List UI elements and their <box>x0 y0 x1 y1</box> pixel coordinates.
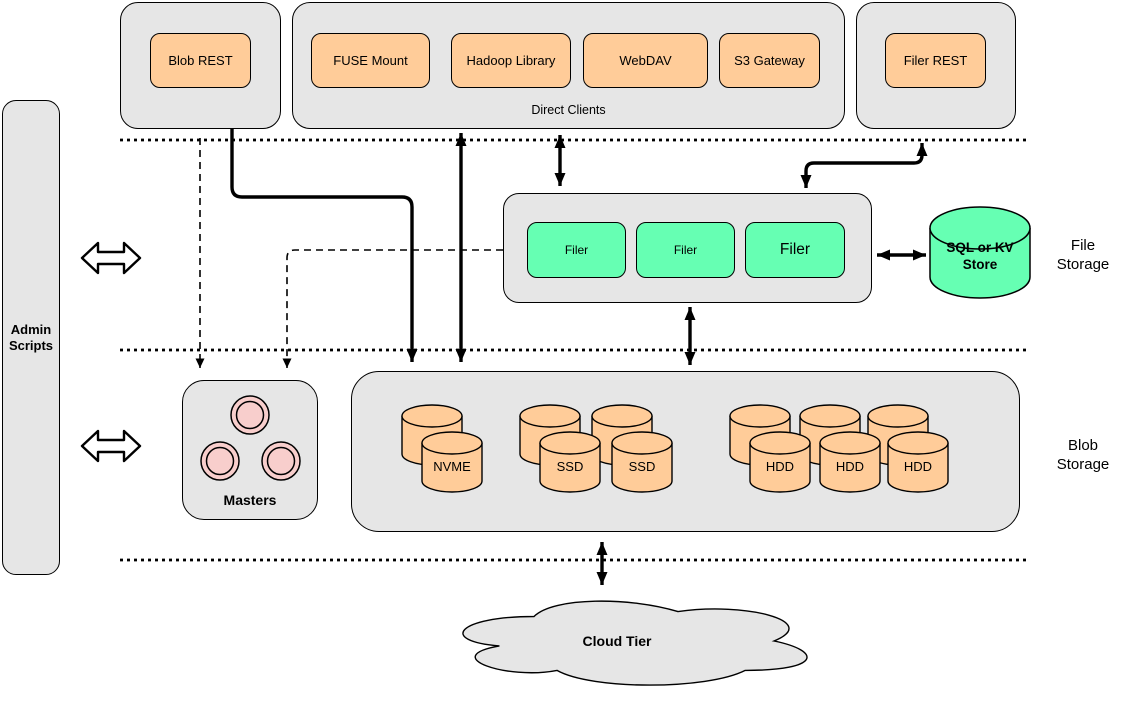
direct-clients-label: Direct Clients <box>531 103 606 117</box>
cloud-tier-label: Cloud Tier <box>582 633 652 649</box>
filer-1-label: Filer <box>564 243 589 257</box>
arrow-blobrest-to-blobstorage <box>230 129 418 362</box>
webdav-node: WebDAV <box>583 33 708 88</box>
filer-2-label: Filer <box>673 243 698 257</box>
fuse-mount-label: FUSE Mount <box>333 53 408 68</box>
filer-node-2: Filer <box>636 222 735 278</box>
ssd-label-2: SSD <box>628 459 656 474</box>
blob-storage-section-label: Blob Storage <box>1056 437 1110 473</box>
hadoop-library-label: Hadoop Library <box>466 53 556 68</box>
blob-rest-node: Blob REST <box>150 33 251 88</box>
ssd-label-1: SSD <box>556 459 584 474</box>
filer-node-1: Filer <box>527 222 626 278</box>
s3-gateway-label: S3 Gateway <box>734 53 805 68</box>
fuse-mount-node: FUSE Mount <box>311 33 430 88</box>
admin-blob-storage-doublearrow-icon <box>80 429 142 463</box>
filer-rest-label: Filer REST <box>903 53 968 68</box>
admin-scripts-box: Admin Scripts <box>2 100 60 575</box>
hdd-label-1: HDD <box>765 459 795 474</box>
admin-scripts-label: Admin Scripts <box>8 321 54 353</box>
s3-gateway-node: S3 Gateway <box>719 33 820 88</box>
blob-rest-label: Blob REST <box>168 53 233 68</box>
webdav-label: WebDAV <box>619 53 672 68</box>
masters-label: Masters <box>223 492 277 508</box>
arrow-filerrest-filer <box>800 143 928 188</box>
filer-3-label: Filer <box>779 241 811 258</box>
admin-file-storage-doublearrow-icon <box>80 241 142 275</box>
filer-node-3: Filer <box>745 222 845 278</box>
file-storage-section-label: File Storage <box>1056 237 1110 273</box>
filer-rest-node: Filer REST <box>885 33 986 88</box>
blob-storage-group <box>351 371 1020 532</box>
hdd-label-3: HDD <box>903 459 933 474</box>
kv-store-label: SQL or KV Store <box>946 240 1014 272</box>
hadoop-library-node: Hadoop Library <box>451 33 571 88</box>
nvme-label: NVME <box>433 459 471 474</box>
arrow-filer-to-masters-dashed <box>282 249 503 368</box>
hdd-label-2: HDD <box>835 459 865 474</box>
